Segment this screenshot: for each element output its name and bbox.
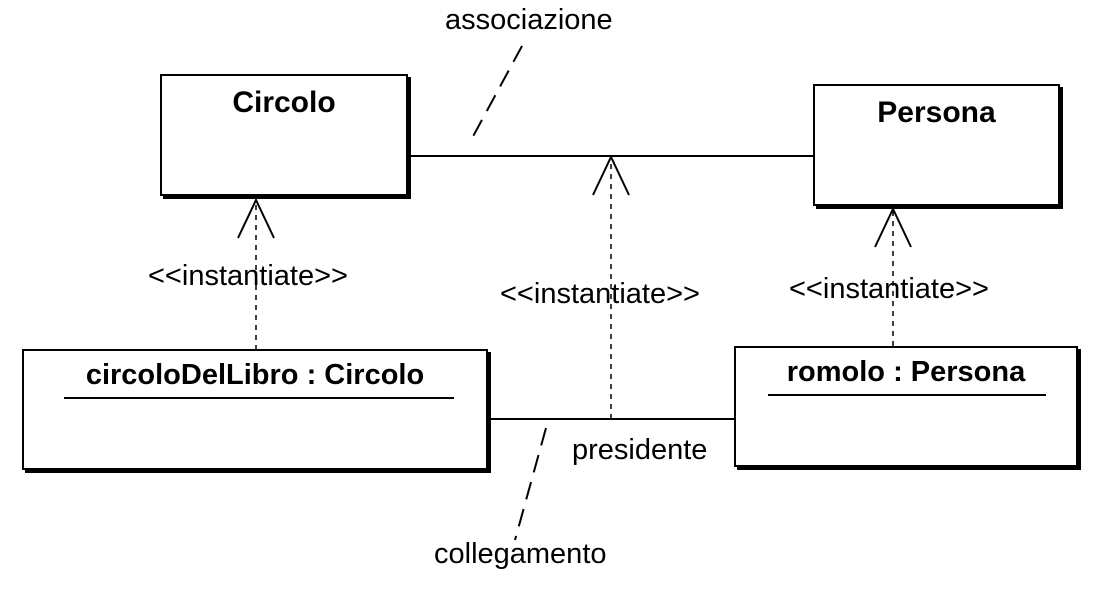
class-circolo: Circolo bbox=[160, 74, 408, 196]
class-circolo-name: Circolo bbox=[232, 86, 336, 119]
instantiate-arrowhead-circolo bbox=[237, 197, 275, 239]
instantiate-label-persona: <<instantiate>> bbox=[789, 273, 989, 305]
class-persona-name: Persona bbox=[877, 96, 996, 129]
instantiate-arrowhead-association bbox=[592, 154, 630, 196]
presidente-label: presidente bbox=[572, 434, 708, 466]
instantiate-label-circolo: <<instantiate>> bbox=[148, 260, 348, 292]
instantiate-label-association: <<instantiate>> bbox=[500, 278, 700, 310]
object-romolo: romolo : Persona bbox=[734, 346, 1078, 467]
instantiate-arrowhead-persona bbox=[874, 206, 912, 248]
associazione-label: associazione bbox=[445, 4, 613, 36]
associazione-pointer bbox=[469, 45, 523, 143]
collegamento-pointer bbox=[514, 427, 547, 541]
object-circolo-del-libro-underline bbox=[64, 397, 454, 399]
object-romolo-underline bbox=[768, 394, 1046, 396]
object-circolo-del-libro: circoloDelLibro : Circolo bbox=[22, 349, 488, 470]
collegamento-label: collegamento bbox=[434, 538, 607, 570]
class-persona: Persona bbox=[813, 84, 1060, 206]
object-circolo-del-libro-name: circoloDelLibro : Circolo bbox=[85, 359, 425, 391]
object-romolo-name: romolo : Persona bbox=[786, 356, 1026, 388]
